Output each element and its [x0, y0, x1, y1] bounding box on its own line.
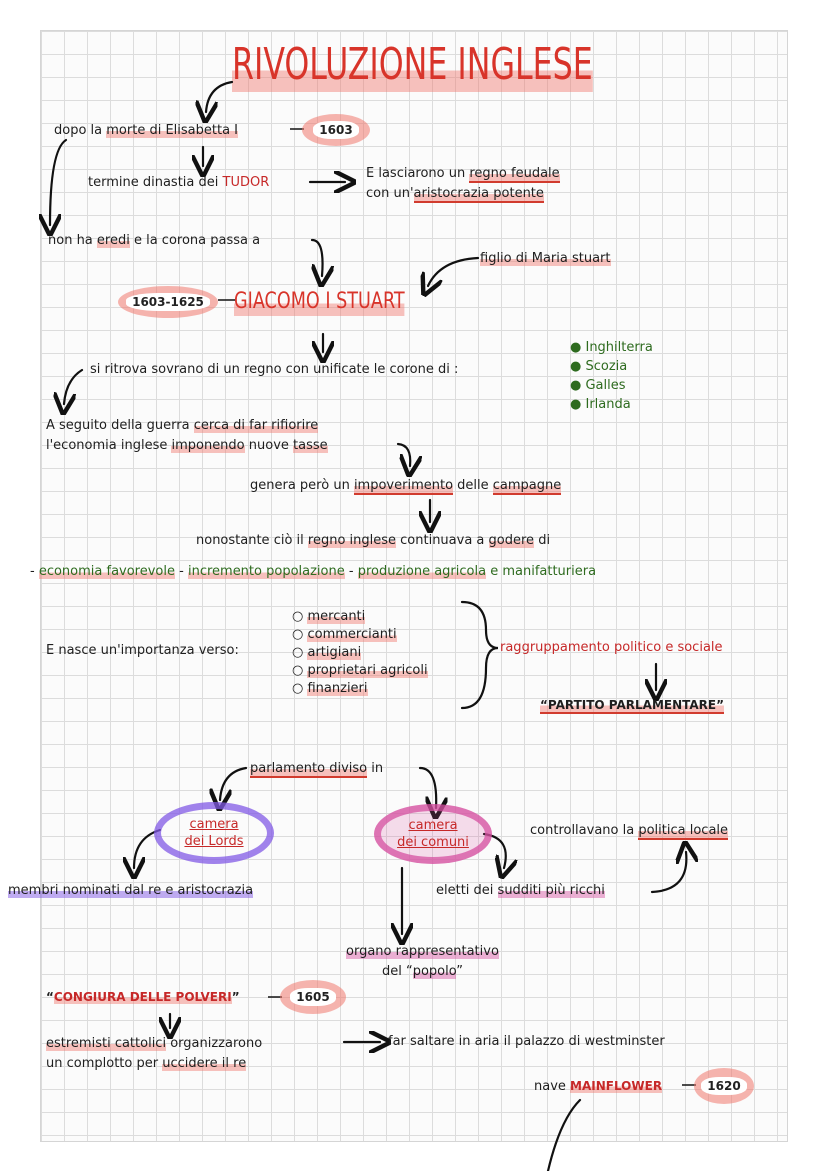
guerra-block: A seguito della guerra cerca di far rifi… [46, 418, 328, 453]
year-1603-badge: 1603 [302, 114, 370, 146]
list-item: ● Galles [570, 378, 626, 393]
list-item: ● Scozia [570, 359, 628, 374]
arrow-eletti-up [650, 852, 686, 894]
figlio-label: figlio di Maria stuart [480, 251, 611, 266]
years-giacomo-badge: 1603-1625 [118, 286, 218, 318]
estremisti-block: estremisti cattolici organizzarono un co… [46, 1036, 263, 1071]
arrow-parlamento-right [418, 766, 436, 808]
dopo-text: dopo la [54, 123, 107, 138]
arrow-dopo-left [50, 138, 68, 225]
morte-elisabetta: morte di Elisabetta I [106, 123, 239, 138]
genera-line: genera però un impoverimento delle campa… [250, 478, 562, 495]
eletti-line: eletti dei sudditi più ricchi [436, 883, 605, 898]
categorie-list: ○ mercanti ○ commercianti ○ artigiani ○ … [292, 608, 428, 698]
year-1620-badge: 1620 [694, 1068, 754, 1104]
page-title: RIVOLUZIONE INGLESE [232, 38, 593, 92]
nonostante-line: nonostante ciò il regno inglese continua… [196, 533, 551, 548]
grid-paper [40, 30, 788, 1142]
giacomo-name: GIACOMO I STUART [234, 288, 405, 316]
eredi-line: non ha eredi e la corona passa a [48, 233, 261, 248]
membri-line: membri nominati dal re e aristocrazia [8, 883, 254, 898]
parlamento-line: parlamento diviso in [250, 761, 384, 778]
arrow-sovrano-left [64, 368, 84, 404]
arrow-tasse [396, 442, 410, 466]
godere-line: - economia favorevole - incremento popol… [30, 564, 597, 579]
year-1605-badge: 1605 [280, 980, 346, 1014]
sovrano-line: si ritrova sovrano di un regno con unifi… [90, 362, 459, 377]
nasce-line: E nasce un'importanza verso: [46, 643, 239, 658]
arrow-title-down [206, 80, 234, 112]
nave-line: nave MAINFLOWER [534, 1079, 663, 1094]
arrow-figlio [428, 256, 480, 286]
raggruppamento-label: raggruppamento politico e sociale [500, 640, 723, 655]
corone-list: ● Inghilterra ● Scozia ● Galles ● Irland… [570, 338, 653, 414]
arrow-parlamento-left [220, 766, 248, 800]
list-item: ○ commercianti [292, 627, 397, 642]
arrow-eredi-giacomo [312, 238, 323, 276]
tudor-label: TUDOR [222, 175, 270, 190]
brace [460, 600, 499, 710]
lasciarono-block: E lasciarono un regno feudale con un'ari… [366, 166, 560, 203]
list-item: ● Inghilterra [570, 340, 653, 355]
termine-line: termine dinastia dei TUDOR [88, 175, 270, 190]
saltare-line: far saltare in aria il palazzo di westmi… [388, 1034, 665, 1049]
aristocrazia-potente: aristocrazia potente [413, 186, 544, 203]
controllavano-line: controllavano la politica locale [530, 823, 729, 840]
organo-block: organo rappresentativo del “popolo” [346, 944, 499, 979]
list-item: ○ finanzieri [292, 681, 368, 696]
congiura-line: “CONGIURA DELLE POLVERI” [46, 990, 240, 1004]
list-item: ○ mercanti [292, 609, 366, 624]
partito-label: “PARTITO PARLAMENTARE” [540, 698, 724, 714]
dopo-line: dopo la morte di Elisabetta I [54, 122, 239, 139]
arrow-nave-tail [546, 1098, 582, 1171]
list-item: ● Irlanda [570, 397, 631, 412]
list-item: ○ proprietari agricoli [292, 663, 428, 678]
regno-feudale: regno feudale [469, 166, 560, 183]
list-item: ○ artigiani [292, 645, 362, 660]
